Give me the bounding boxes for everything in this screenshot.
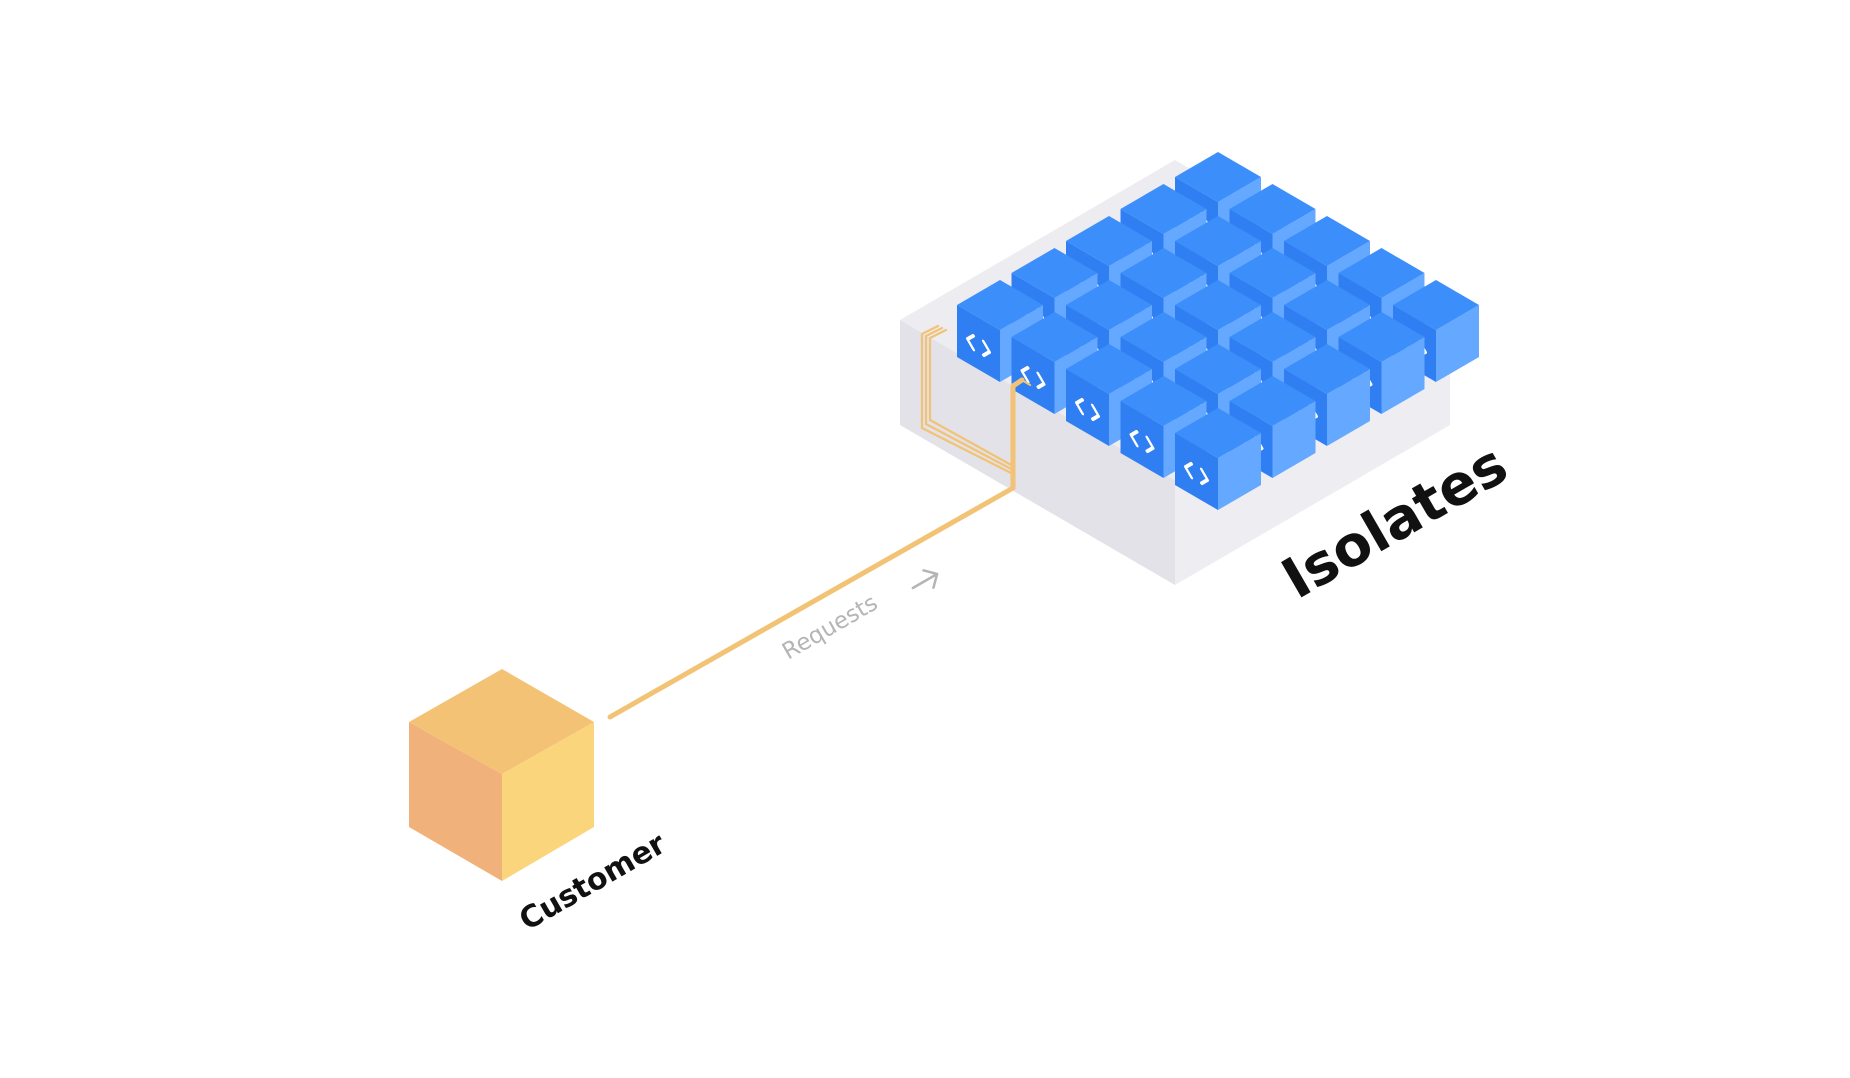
request-branch-line	[920, 324, 1015, 476]
request-branch-line	[924, 326, 1015, 472]
isolate-cube-top-face	[1120, 312, 1207, 362]
customer-cube-top-face	[409, 669, 594, 774]
isolate-cube-top-face	[1175, 216, 1261, 266]
isolate-cube-top-face	[1011, 248, 1098, 298]
code-brackets-icon	[1129, 429, 1155, 454]
platform-left-face	[900, 320, 1175, 585]
isolate-cube-top-face	[1120, 376, 1207, 426]
request-branch-line	[928, 328, 1015, 468]
isolate-cube-top-face	[1284, 216, 1370, 266]
isolate-cube-top-face	[1284, 344, 1370, 394]
isolate-cube-top-face	[1284, 280, 1370, 330]
isolate-cube-right-face	[1272, 401, 1316, 478]
isolate-cube-top-face	[1120, 184, 1207, 234]
isolate-cube	[1175, 408, 1261, 510]
code-brackets-icon	[1075, 397, 1100, 422]
isolate-cube-left-face	[1066, 369, 1109, 446]
isolate-cube-top-face	[1175, 344, 1261, 394]
requests-annotation: Requests	[778, 569, 939, 665]
request-connection	[607, 324, 1032, 720]
code-brackets-icon	[966, 333, 991, 358]
isolate-cube-left-face	[957, 305, 1000, 382]
customer-node	[409, 669, 594, 881]
customer-cube-left-face	[409, 722, 502, 881]
isolate-cube-right-face	[1327, 369, 1370, 446]
isolate-cube-right-face	[1436, 305, 1479, 382]
isolate-cube-top-face	[1175, 280, 1261, 330]
isolate-cube-right-face	[1218, 433, 1261, 510]
isolate-cube-top-face	[1066, 344, 1152, 394]
request-line	[607, 377, 1025, 720]
requests-label: Requests	[778, 590, 882, 665]
code-brackets-icon	[1184, 461, 1209, 486]
code-brackets-icon	[1020, 365, 1046, 390]
isolate-cube-top-face	[1338, 312, 1425, 362]
isolate-cube-top-face	[1066, 216, 1152, 266]
isolate-cube-top-face	[1011, 312, 1098, 362]
isolate-cube-left-face	[1120, 401, 1164, 478]
arrow-right-icon	[911, 569, 939, 590]
isolates-grid	[957, 152, 1479, 510]
isolate-cube-right-face	[1381, 337, 1425, 414]
isolate-cube-top-face	[957, 280, 1043, 330]
isolate-cube-top-face	[1229, 248, 1316, 298]
isolate-cube-top-face	[1393, 280, 1479, 330]
isolate-cube-top-face	[1229, 312, 1316, 362]
isolate-cube-left-face	[1011, 337, 1055, 414]
isolate-cube-top-face	[1175, 408, 1261, 458]
isolate-cube-top-face	[1338, 248, 1425, 298]
request-branch-line	[1020, 378, 1032, 387]
customer-cube-right-face	[502, 722, 594, 881]
isolate-cube-top-face	[1120, 248, 1207, 298]
isolate-cube-top-face	[1229, 376, 1316, 426]
isolate-cube-top-face	[1229, 184, 1316, 234]
isolate-cube-left-face	[1175, 433, 1218, 510]
isolate-cube-top-face	[1066, 280, 1152, 330]
isolate-cube-top-face	[1175, 152, 1261, 202]
